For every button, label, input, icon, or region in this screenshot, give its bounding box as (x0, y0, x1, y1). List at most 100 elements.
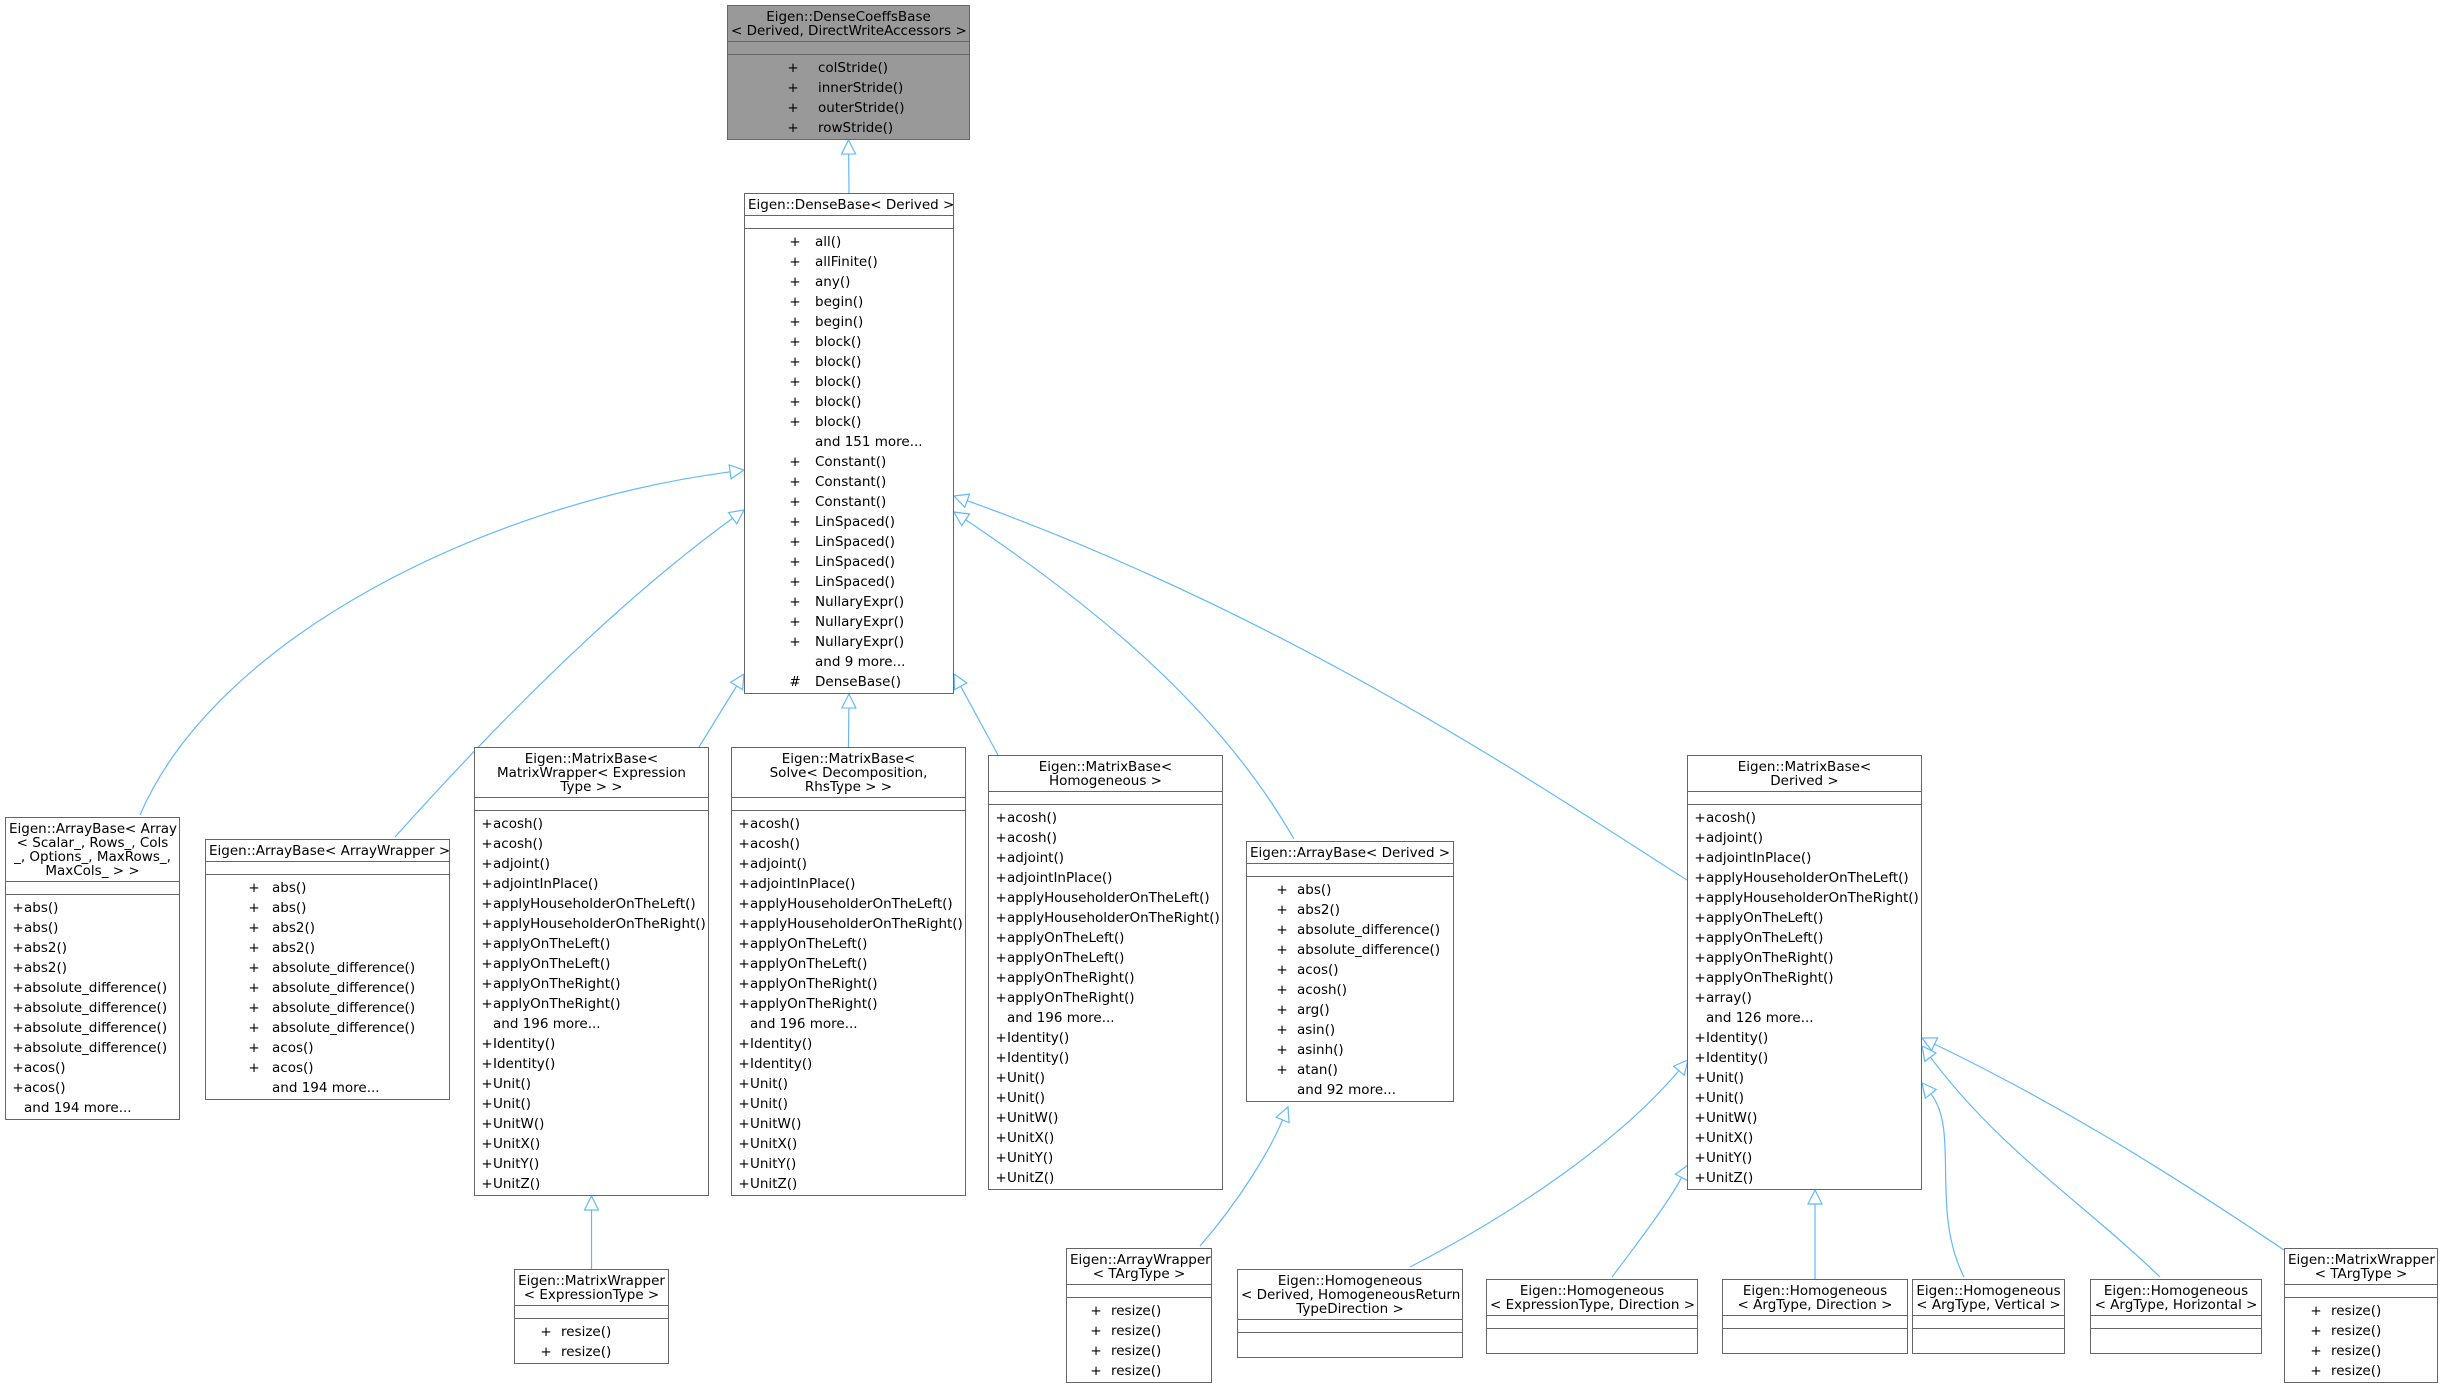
class-title[interactable]: Eigen::MatrixWrapper < TArgType > (2285, 1249, 2437, 1285)
member-row[interactable]: +acosh() (1247, 980, 1453, 1000)
member-row[interactable]: and 126 more... (1688, 1008, 1921, 1028)
member-name[interactable]: applyOnTheRight() (1007, 970, 1135, 986)
member-name[interactable]: applyOnTheLeft() (750, 936, 868, 952)
member-row[interactable]: +absolute_difference() (206, 1018, 449, 1038)
member-row[interactable]: +resize() (1067, 1341, 1211, 1361)
member-row[interactable]: +UnitW() (1688, 1108, 1921, 1128)
member-row[interactable]: and 196 more... (989, 1008, 1222, 1028)
member-name[interactable]: abs() (24, 900, 59, 916)
member-row[interactable]: +absolute_difference() (206, 958, 449, 978)
member-name[interactable]: block() (815, 394, 862, 410)
member-row[interactable]: +applyHouseholderOnTheLeft() (989, 888, 1222, 908)
member-name[interactable]: Unit() (493, 1096, 532, 1112)
member-name[interactable]: applyOnTheRight() (1007, 990, 1135, 1006)
member-name[interactable]: applyOnTheRight() (750, 996, 878, 1012)
member-row[interactable]: +applyOnTheRight() (1688, 948, 1921, 968)
member-name[interactable]: acos() (24, 1060, 66, 1076)
member-name[interactable]: and 126 more... (1706, 1010, 1814, 1026)
member-name[interactable]: Identity() (1007, 1030, 1070, 1046)
member-row[interactable]: +absolute_difference() (206, 998, 449, 1018)
class-node-homHor[interactable]: Eigen::Homogeneous < ArgType, Horizontal… (2090, 1279, 2262, 1354)
member-row[interactable]: +block() (745, 332, 953, 352)
member-row[interactable]: +arg() (1247, 1000, 1453, 1020)
class-title[interactable]: Eigen::ArrayBase< Derived > (1247, 842, 1453, 864)
class-node-homArgDir[interactable]: Eigen::Homogeneous < ArgType, Direction … (1722, 1279, 1908, 1354)
class-node-aw[interactable]: Eigen::ArrayWrapper < TArgType >+resize(… (1066, 1248, 1212, 1383)
member-row[interactable]: +absolute_difference() (1247, 920, 1453, 940)
member-row[interactable]: +allFinite() (745, 252, 953, 272)
member-name[interactable]: acosh() (750, 816, 801, 832)
class-title[interactable]: Eigen::Homogeneous < ExpressionType, Dir… (1487, 1280, 1697, 1316)
class-title[interactable]: Eigen::Homogeneous < Derived, Homogeneou… (1238, 1270, 1462, 1320)
member-row[interactable]: +UnitW() (475, 1114, 708, 1134)
member-row[interactable]: +applyOnTheLeft() (1688, 908, 1921, 928)
member-row[interactable]: +UnitY() (732, 1154, 965, 1174)
member-row[interactable]: +acos() (1247, 960, 1453, 980)
member-row[interactable]: +acosh() (1688, 808, 1921, 828)
class-node-abDer[interactable]: Eigen::ArrayBase< Derived >+abs()+abs2()… (1246, 841, 1454, 1102)
member-name[interactable]: applyOnTheRight() (493, 996, 621, 1012)
member-name[interactable]: and 194 more... (272, 1080, 380, 1096)
class-node-homDer[interactable]: Eigen::Homogeneous < Derived, Homogeneou… (1237, 1269, 1463, 1358)
member-name[interactable]: adjointInPlace() (1007, 870, 1113, 886)
member-name[interactable]: absolute_difference() (24, 1020, 168, 1036)
member-name[interactable]: block() (815, 374, 862, 390)
member-name[interactable]: block() (815, 414, 862, 430)
member-name[interactable]: adjoint() (1007, 850, 1064, 866)
member-row[interactable]: and 151 more... (745, 432, 953, 452)
member-row[interactable]: +absolute_difference() (6, 978, 179, 998)
member-row[interactable]: +acos() (6, 1058, 179, 1078)
member-name[interactable]: begin() (815, 294, 864, 310)
member-row[interactable]: +adjoint() (989, 848, 1222, 868)
member-row[interactable]: +UnitZ() (732, 1174, 965, 1194)
member-row[interactable]: +absolute_difference() (6, 998, 179, 1018)
member-row[interactable]: +block() (745, 352, 953, 372)
member-row[interactable]: +abs2() (206, 938, 449, 958)
member-name[interactable]: Unit() (1007, 1090, 1046, 1106)
class-node-mw[interactable]: Eigen::MatrixWrapper < ExpressionType >+… (514, 1269, 669, 1364)
member-row[interactable]: +Identity() (475, 1054, 708, 1074)
member-row[interactable]: +acosh() (989, 828, 1222, 848)
member-row[interactable]: +applyHouseholderOnTheRight() (732, 914, 965, 934)
class-node-dcb[interactable]: Eigen::DenseCoeffsBase < Derived, Direct… (727, 5, 970, 140)
member-name[interactable]: NullaryExpr() (815, 614, 905, 630)
member-name[interactable]: absolute_difference() (1297, 922, 1441, 938)
member-row[interactable]: +absolute_difference() (1247, 940, 1453, 960)
member-name[interactable]: rowStride() (818, 120, 894, 136)
member-name[interactable]: UnitW() (1706, 1110, 1758, 1126)
member-row[interactable]: +abs2() (6, 958, 179, 978)
member-row[interactable]: +adjoint() (475, 854, 708, 874)
member-name[interactable]: abs2() (1297, 902, 1340, 918)
member-name[interactable]: block() (815, 334, 862, 350)
member-row[interactable]: +acos() (6, 1078, 179, 1098)
member-row[interactable]: +absolute_difference() (206, 978, 449, 998)
member-name[interactable]: Identity() (493, 1036, 556, 1052)
member-name[interactable]: acosh() (1007, 830, 1058, 846)
member-name[interactable]: applyOnTheLeft() (1007, 930, 1125, 946)
member-name[interactable]: UnitX() (1007, 1130, 1055, 1146)
member-row[interactable]: +applyHouseholderOnTheRight() (989, 908, 1222, 928)
member-name[interactable]: adjoint() (1706, 830, 1763, 846)
member-name[interactable]: applyOnTheRight() (493, 976, 621, 992)
member-row[interactable]: +begin() (745, 292, 953, 312)
class-title[interactable]: Eigen::Homogeneous < ArgType, Vertical > (1913, 1280, 2064, 1316)
member-name[interactable]: resize() (561, 1344, 612, 1360)
member-name[interactable]: Identity() (493, 1056, 556, 1072)
member-name[interactable]: NullaryExpr() (815, 594, 905, 610)
member-row[interactable]: +absolute_difference() (6, 1038, 179, 1058)
member-row[interactable]: +UnitZ() (1688, 1168, 1921, 1188)
member-row[interactable]: +array() (1688, 988, 1921, 1008)
member-row[interactable]: +asin() (1247, 1020, 1453, 1040)
member-row[interactable]: +abs() (1247, 880, 1453, 900)
member-name[interactable]: abs() (272, 900, 307, 916)
member-name[interactable]: asinh() (1297, 1042, 1344, 1058)
member-name[interactable]: resize() (1111, 1343, 1162, 1359)
member-name[interactable]: Unit() (493, 1076, 532, 1092)
class-node-mbMW[interactable]: Eigen::MatrixBase< MatrixWrapper< Expres… (474, 747, 709, 1196)
member-name[interactable]: LinSpaced() (815, 514, 896, 530)
member-name[interactable]: any() (815, 274, 851, 290)
class-title[interactable]: Eigen::MatrixBase< Solve< Decomposition,… (732, 748, 965, 798)
member-row[interactable]: +resize() (515, 1342, 668, 1362)
class-node-abArr[interactable]: Eigen::ArrayBase< Array < Scalar_, Rows_… (5, 817, 180, 1120)
member-name[interactable]: DenseBase() (815, 674, 902, 690)
